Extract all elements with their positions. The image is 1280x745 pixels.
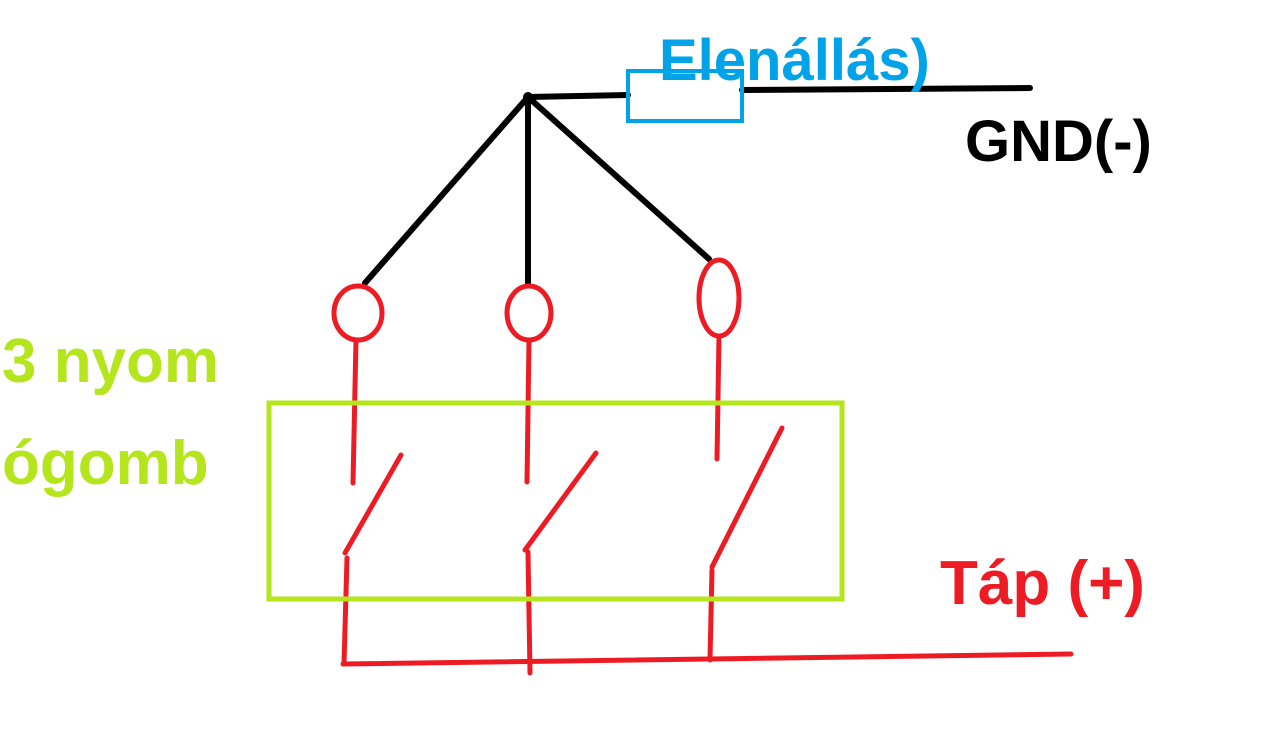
led-3	[696, 257, 742, 339]
wire-resistor-to-gnd	[739, 85, 1033, 93]
switch-3-top-lead	[714, 333, 722, 462]
switch-2-top-lead	[524, 337, 532, 485]
switch-3-contact	[709, 425, 785, 570]
led-2	[504, 283, 554, 343]
switch-2-contact	[522, 450, 599, 553]
label-resistor: Elenállás)	[659, 28, 930, 93]
resistor-symbol	[626, 69, 744, 123]
led-1	[331, 283, 385, 343]
wire-junction-to-led-3	[525, 94, 712, 262]
label-button-line-1: 3 nyom	[2, 327, 219, 396]
supply-wires	[331, 257, 1074, 676]
junction-dot	[523, 92, 533, 102]
label-ground: GND(-)	[965, 109, 1152, 174]
button-box	[266, 400, 845, 602]
switch-2-bottom-lead	[525, 549, 533, 676]
wire-junction-to-resistor	[525, 92, 631, 100]
switch-3-bottom-lead	[707, 567, 715, 663]
switch-1-top-lead	[350, 337, 359, 486]
switch-1-contact	[342, 452, 404, 556]
label-button-line-2: ógomb	[2, 429, 209, 498]
supply-bus	[340, 651, 1074, 667]
wire-junction-to-led-1	[362, 94, 531, 286]
ground-wires	[362, 85, 1033, 286]
switch-1-bottom-lead	[341, 555, 350, 667]
label-supply: Táp (+)	[940, 549, 1145, 618]
